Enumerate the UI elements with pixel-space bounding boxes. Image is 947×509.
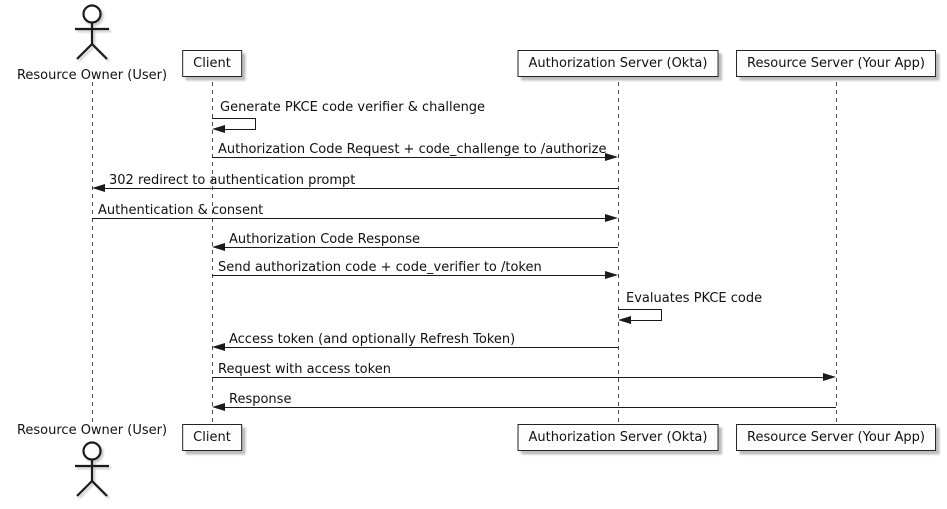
message-label: Response: [229, 392, 292, 407]
message-arrow: [223, 247, 618, 249]
self-message-arrow: [212, 118, 256, 120]
message-arrow: [212, 377, 825, 379]
actor-label-resource-owner-bottom: Resource Owner (User): [16, 423, 168, 438]
message-label: Generate PKCE code verifier & challenge: [220, 100, 486, 115]
self-message-arrow: [618, 309, 662, 311]
message-arrow: [223, 347, 618, 349]
self-message-arrow: [629, 320, 662, 322]
message-label: Request with access token: [218, 362, 391, 377]
actor-label-resource-owner-top: Resource Owner (User): [16, 68, 168, 83]
arrowhead-icon: [823, 373, 836, 382]
message-label: Evaluates PKCE code: [626, 291, 763, 306]
person-icon: [75, 4, 109, 60]
participant-box-auth-server-top: Authorization Server (Okta): [517, 50, 719, 77]
message-label: Authorization Code Request + code_challe…: [218, 142, 607, 157]
message-arrow: [212, 157, 607, 159]
message-label: Authentication & consent: [98, 203, 264, 218]
message-label: 302 redirect to authentication prompt: [109, 173, 356, 188]
lifeline-client: [211, 82, 213, 424]
lifeline-auth: [617, 82, 619, 424]
arrowhead-icon: [212, 403, 225, 412]
participant-box-client-top: Client: [182, 50, 242, 77]
message-arrow: [103, 188, 618, 190]
arrowhead-icon: [212, 125, 225, 134]
participant-box-client-bottom: Client: [182, 424, 242, 451]
participant-box-auth-server-bottom: Authorization Server (Okta): [517, 424, 719, 451]
message-label: Access token (and optionally Refresh Tok…: [229, 332, 516, 347]
message-label: Send authorization code + code_verifier …: [218, 260, 542, 275]
arrowhead-icon: [92, 184, 105, 193]
arrowhead-icon: [618, 316, 631, 325]
message-label: Authorization Code Response: [229, 232, 421, 247]
message-arrow: [223, 407, 836, 409]
lifeline-resource: [835, 82, 837, 424]
person-icon: [75, 441, 109, 497]
participant-box-resource-server-top: Resource Server (Your App): [736, 50, 936, 77]
arrowhead-icon: [605, 214, 618, 223]
arrowhead-icon: [605, 153, 618, 162]
self-message-arrow: [223, 129, 256, 131]
message-arrow: [92, 218, 607, 220]
arrowhead-icon: [605, 271, 618, 280]
self-message-arrow: [254, 118, 256, 131]
participant-box-resource-server-bottom: Resource Server (Your App): [736, 424, 936, 451]
self-message-arrow: [660, 309, 662, 322]
message-arrow: [212, 275, 607, 277]
lifeline-user: [91, 82, 93, 424]
arrowhead-icon: [212, 243, 225, 252]
arrowhead-icon: [212, 343, 225, 352]
